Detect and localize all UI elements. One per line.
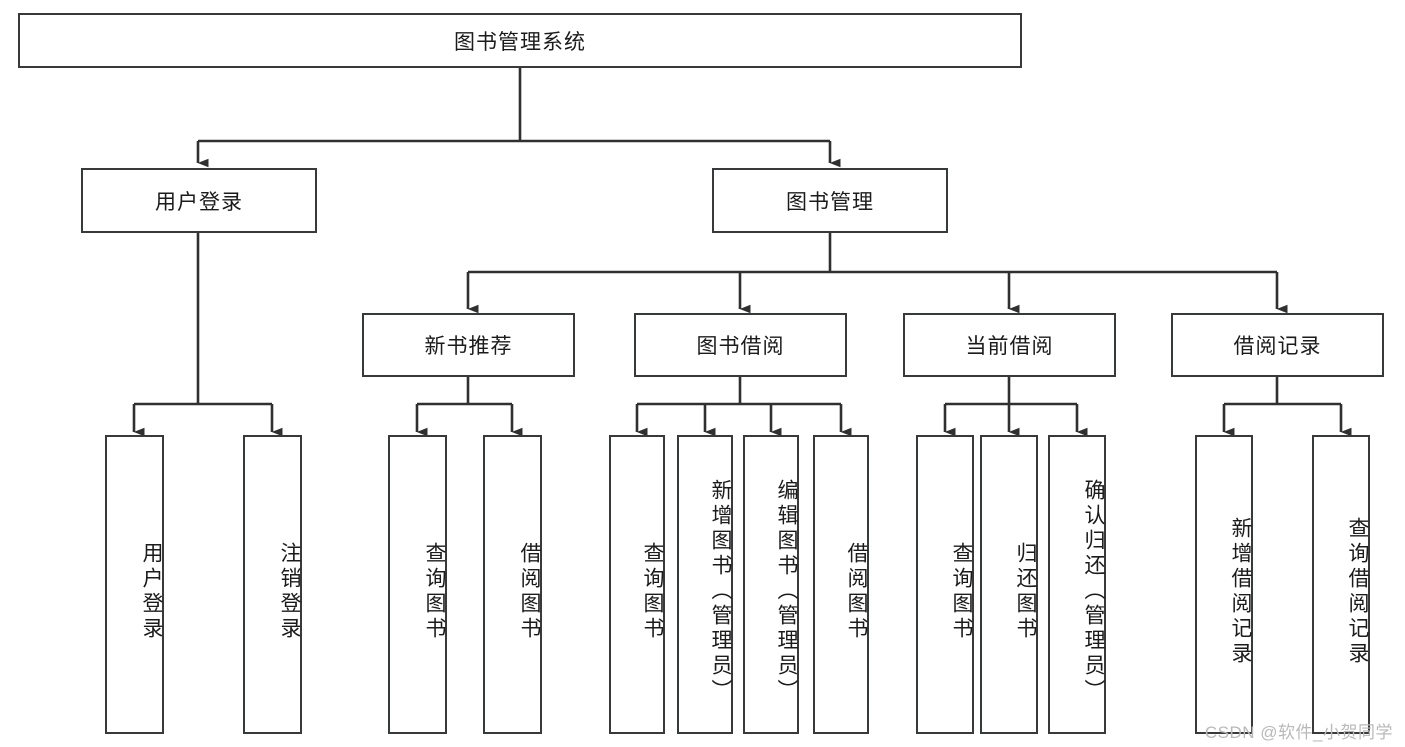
node-leaf-borrow-book-1[interactable]: 借阅图书 [483,435,542,734]
node-label: 查询借阅记录 [1346,516,1369,667]
node-label: 图书借阅 [696,335,785,358]
node-book-borrow[interactable]: 图书借阅 [634,313,847,377]
node-label: 归还图书 [1014,541,1037,642]
node-leaf-query-record[interactable]: 查询借阅记录 [1312,435,1370,734]
node-label: 编辑图书（管理员） [775,479,798,704]
node-leaf-borrow-book-2[interactable]: 借阅图书 [813,435,869,734]
node-new-book-recommend[interactable]: 新书推荐 [362,313,575,377]
node-root-book-management-system[interactable]: 图书管理系统 [18,13,1022,68]
node-label: 注销登录 [278,541,301,642]
node-label: 借阅记录 [1233,335,1322,358]
node-leaf-logout[interactable]: 注销登录 [243,435,302,734]
node-leaf-return-book[interactable]: 归还图书 [980,435,1038,734]
node-label: 图书管理 [786,190,874,214]
node-label: 确认归还（管理员） [1082,479,1105,704]
node-leaf-confirm-return[interactable]: 确认归还（管理员） [1048,435,1106,734]
node-leaf-add-record[interactable]: 新增借阅记录 [1195,435,1253,734]
node-label: 用户登录 [155,190,243,214]
node-leaf-query-book-2[interactable]: 查询图书 [609,435,665,734]
node-label: 查询图书 [950,541,973,642]
edge-book-manage-to-level3 [466,233,1288,314]
node-borrow-record[interactable]: 借阅记录 [1171,313,1384,377]
node-leaf-query-book-3[interactable]: 查询图书 [916,435,974,734]
edge-user-login-to-leaves [132,233,283,437]
node-current-borrow[interactable]: 当前借阅 [903,313,1116,377]
node-label: 图书管理系统 [454,30,586,54]
node-leaf-query-book-1[interactable]: 查询图书 [388,435,447,734]
node-leaf-user-login[interactable]: 用户登录 [105,435,164,734]
node-leaf-edit-book[interactable]: 编辑图书（管理员） [743,435,799,734]
edge-borrow-record-to-leaves [1222,377,1352,437]
edge-current-borrow-to-leaves [943,377,1088,437]
edge-root-to-level2 [196,68,841,168]
node-label: 新增图书（管理员） [709,479,732,704]
node-label: 借阅图书 [845,541,868,642]
node-book-manage[interactable]: 图书管理 [712,168,948,233]
node-label: 当前借阅 [965,335,1054,358]
node-leaf-add-book[interactable]: 新增图书（管理员） [677,435,733,734]
node-label: 查询图书 [641,541,664,642]
node-label: 新增借阅记录 [1229,516,1252,667]
edge-new-book-recommend-to-leaves [415,377,523,437]
edge-book-borrow-to-leaves [635,377,852,437]
node-user-login[interactable]: 用户登录 [81,168,317,233]
node-label: 借阅图书 [518,541,541,642]
node-label: 用户登录 [140,541,163,642]
node-label: 查询图书 [423,541,446,642]
node-label: 新书推荐 [424,335,513,358]
